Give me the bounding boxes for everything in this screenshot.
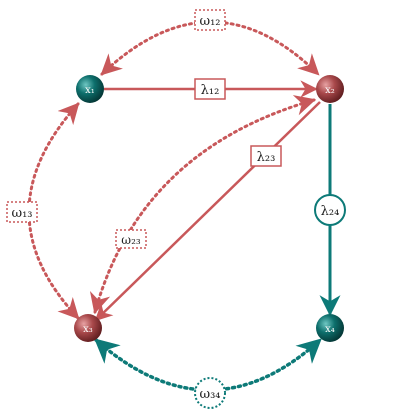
svg-text:ω₃₄: ω₃₄ xyxy=(199,387,220,402)
edge-lambda23 xyxy=(94,101,321,322)
node-x3[interactable]: x₃ xyxy=(74,314,102,342)
edge-omega12 xyxy=(100,20,320,76)
svg-text:ω₁₂: ω₁₂ xyxy=(199,14,220,29)
node-x1[interactable]: x₁ xyxy=(76,75,104,103)
label-omega12: ω₁₂ xyxy=(194,9,226,31)
svg-text:ω₂₃: ω₂₃ xyxy=(121,233,141,247)
label-omega34: ω₃₄ xyxy=(194,377,226,409)
svg-text:x₂: x₂ xyxy=(325,85,335,96)
label-omega23: ω₂₃ xyxy=(115,229,147,249)
label-omega13: ω₁₃ xyxy=(6,201,38,223)
svg-text:ω₁₃: ω₁₃ xyxy=(11,206,32,221)
label-lambda23: λ₂₃ xyxy=(250,145,282,167)
svg-text:x₁: x₁ xyxy=(85,85,95,96)
svg-text:λ₂₃: λ₂₃ xyxy=(257,150,276,165)
label-lambda24: λ₂₄ xyxy=(314,194,346,226)
node-x4[interactable]: x₄ xyxy=(316,314,344,342)
label-lambda12: λ₁₂ xyxy=(194,78,226,100)
svg-text:x₄: x₄ xyxy=(325,324,335,335)
edge-omega23 xyxy=(89,95,317,315)
svg-text:x₃: x₃ xyxy=(83,324,93,335)
node-x2[interactable]: x₂ xyxy=(316,75,344,103)
svg-text:λ₂₄: λ₂₄ xyxy=(321,204,340,219)
svg-text:λ₁₂: λ₁₂ xyxy=(201,83,220,98)
